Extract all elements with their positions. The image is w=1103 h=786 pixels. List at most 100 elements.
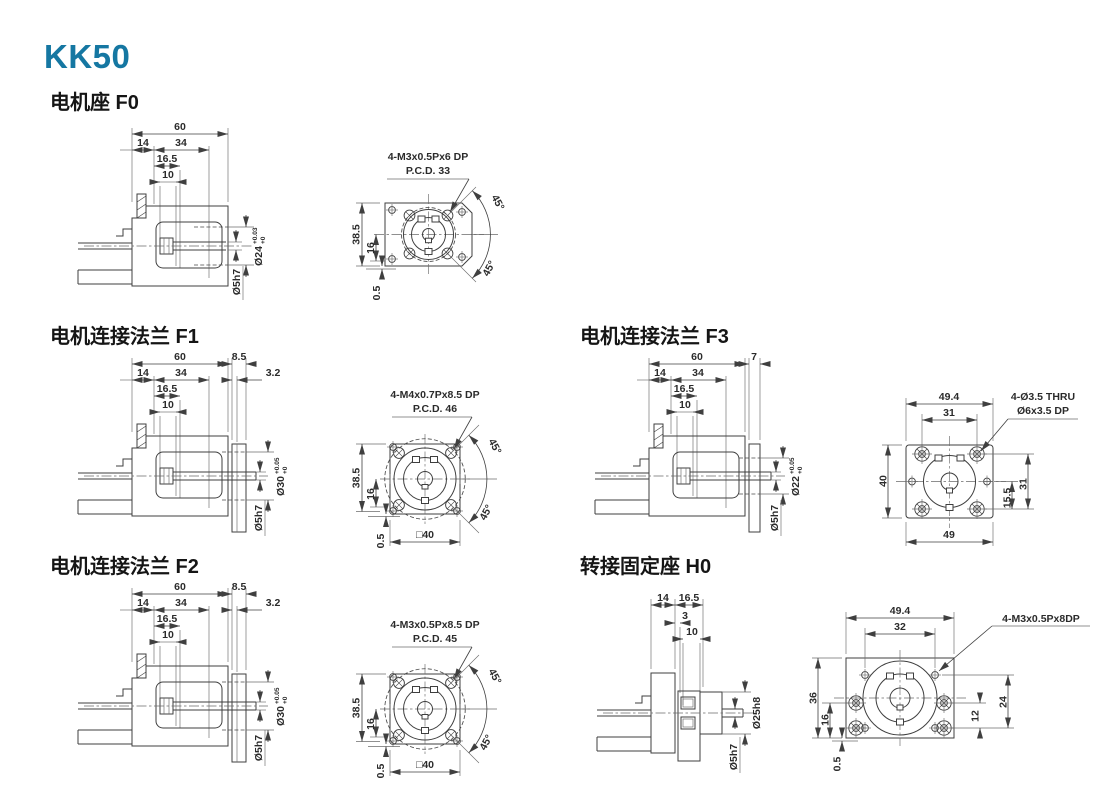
dim-label: 60 (174, 581, 186, 593)
pcd-note: P.C.D. 46 (413, 403, 457, 415)
dim-label: □40 (416, 759, 434, 771)
dim-label: 49.4 (939, 391, 960, 403)
dim-label: 3.2 (266, 367, 281, 379)
dim-label: 8.5 (232, 351, 247, 363)
dim-label: 40 (878, 475, 890, 487)
dim-label: 10 (162, 629, 174, 641)
angle-label: 45° (486, 667, 504, 687)
geometry (356, 178, 498, 283)
dim-label: 16.5 (157, 383, 178, 395)
thread-note: 4-M3x0.5Px8DP (1002, 613, 1080, 625)
dim-label: 60 (174, 351, 186, 363)
dim-label: 14 (657, 592, 669, 604)
dim-label: 10 (162, 169, 174, 181)
dim-label: 38.5 (351, 468, 363, 489)
dim-label: 3.2 (266, 597, 281, 609)
dim-label: Ø25h8 (751, 697, 763, 729)
dim-label: Ø5h7 (728, 744, 740, 770)
dim-tol: +0 (260, 236, 267, 244)
angle-label: 45° (480, 259, 498, 279)
dim-label: 12 (970, 710, 982, 722)
dim-label: Ø5h7 (769, 505, 781, 531)
geometry (77, 588, 274, 766)
dim-label: 60 (174, 121, 186, 133)
dim-label: Ø30 (275, 706, 287, 726)
thread-note: 4-M3x0.5Px8.5 DP (390, 619, 479, 631)
dim-label: Ø5h7 (253, 505, 265, 531)
pcd-note: P.C.D. 33 (406, 165, 450, 177)
geometry (596, 599, 755, 773)
dim-label: Ø5h7 (253, 735, 265, 761)
dim-label: 34 (175, 367, 187, 379)
angle-label: 45° (486, 437, 504, 457)
dim-tol: +0.03 (252, 227, 259, 244)
dim-tol: +0 (797, 466, 804, 474)
dim-label: 7 (751, 351, 757, 363)
hole-note: 4-Ø3.5 THRU (1011, 391, 1075, 403)
section-title-f2: 电机连接法兰 F2 (50, 556, 199, 578)
dim-label: 34 (692, 367, 704, 379)
dim-label: 16.5 (157, 153, 178, 165)
dim-label: 32 (894, 621, 906, 633)
dim-label: 16 (365, 488, 377, 500)
thread-note: 4-M4x0.7Px8.5 DP (390, 389, 479, 401)
section-title-f0: 电机座 F0 (50, 92, 139, 114)
angle-label: 45° (489, 193, 507, 213)
f2-front-view: 4-M3x0.5Px8.5 DP P.C.D. 45 38.5 16 0.5 □… (351, 619, 504, 779)
dim-tol: +0.05 (274, 457, 281, 474)
angle-label: 45° (477, 503, 495, 523)
geometry (594, 358, 789, 536)
dim-label: 38.5 (351, 224, 363, 245)
dim-label: 49 (943, 529, 955, 541)
dim-label: 16.5 (157, 613, 178, 625)
dim-label: 31 (943, 407, 955, 419)
section-title-h0: 转接固定座 H0 (580, 556, 712, 578)
dim-label: 14 (137, 137, 149, 149)
dim-label: 31 (1018, 478, 1030, 490)
dim-label: 10 (162, 399, 174, 411)
f0-side-view: 60 14 34 16.5 10 Ø24 +0.03 +0 Ø5h7 (77, 121, 267, 300)
dim-label: □40 (416, 529, 434, 541)
dim-tol: +0.05 (274, 687, 281, 704)
dim-label: Ø5h7 (231, 269, 243, 295)
dim-label: 16 (820, 714, 832, 726)
dim-label: 14 (137, 367, 149, 379)
dim-tol: +0 (282, 466, 289, 474)
dim-label: 8.5 (232, 581, 247, 593)
dim-label: 36 (808, 692, 820, 704)
dim-label: 15.5 (1002, 488, 1014, 509)
dim-label: Ø30 (275, 476, 287, 496)
geometry (77, 128, 254, 300)
dim-label: 38.5 (351, 698, 363, 719)
f1-front-view: 4-M4x0.7Px8.5 DP P.C.D. 46 38.5 16 0.5 □… (351, 389, 504, 549)
dim-label: 14 (654, 367, 666, 379)
hole-note: Ø6x3.5 DP (1017, 405, 1069, 417)
dim-label: 16 (365, 242, 377, 254)
dim-label: 0.5 (371, 286, 383, 301)
geometry (77, 358, 274, 536)
dim-label: 0.5 (375, 534, 387, 549)
section-title-f3: 电机连接法兰 F3 (580, 326, 729, 348)
dim-label: 10 (679, 399, 691, 411)
page-title: KK50 (44, 38, 131, 75)
thread-note: 4-M3x0.5Px6 DP (388, 151, 469, 163)
geometry (356, 416, 497, 546)
dim-label: 10 (686, 626, 698, 638)
h0-side-view: 14 16.5 3 10 Ø25h8 Ø5h7 (596, 592, 763, 773)
f3-front-view: 4-Ø3.5 THRU Ø6x3.5 DP 49.4 31 40 31 15.5… (878, 391, 1078, 546)
dim-tol: +0.05 (789, 457, 796, 474)
geometry (356, 646, 497, 776)
dim-tol: +0 (282, 696, 289, 704)
dim-label: Ø22 (790, 476, 802, 496)
f3-side-view: 60 7 14 34 16.5 10 Ø22 +0.05 +0 Ø5h7 (594, 351, 804, 536)
dim-label: Ø24 (253, 246, 265, 266)
geometry (812, 612, 1090, 752)
dim-label: 24 (998, 696, 1010, 708)
dim-label: 0.5 (375, 764, 387, 779)
dim-label: 3 (682, 610, 688, 622)
pcd-note: P.C.D. 45 (413, 633, 457, 645)
geometry (882, 398, 1078, 546)
dim-label: 16.5 (674, 383, 695, 395)
f0-front-view: 4-M3x0.5Px6 DP P.C.D. 33 38.5 16 0.5 45°… (351, 151, 507, 301)
